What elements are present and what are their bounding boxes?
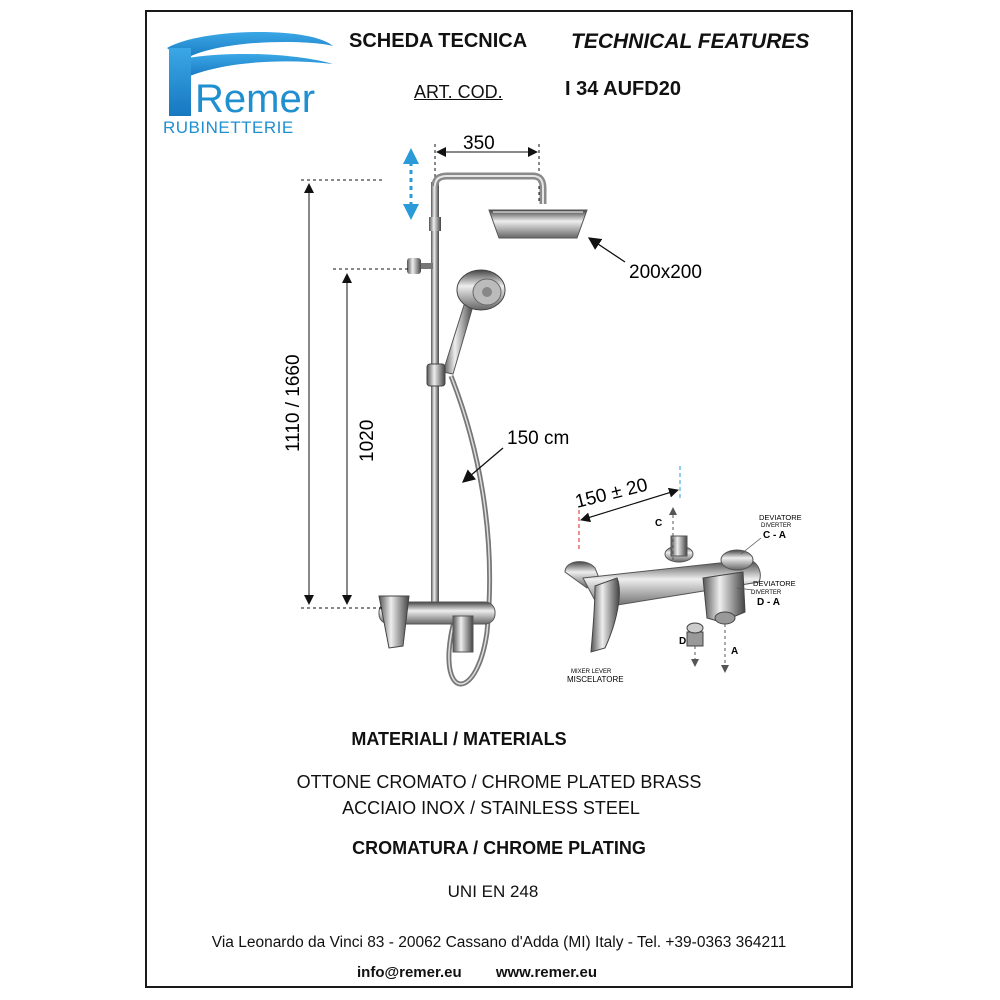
diverter-da-code: D - A (757, 597, 780, 608)
bar-height-dimension: 1020 (333, 268, 409, 605)
title-english: TECHNICAL FEATURES (571, 30, 810, 53)
bar-height-label: 1020 (357, 420, 378, 462)
article-code-value: I 34 AUFD20 (565, 78, 681, 100)
arm-width-dimension: 350 (434, 133, 540, 202)
hand-shower (442, 269, 506, 375)
email-link[interactable]: info@remer.eu (357, 964, 462, 981)
diverter-da-it: DEVIATORE (753, 579, 796, 588)
label-d: D (679, 636, 686, 647)
remer-logo: Remer (167, 31, 333, 121)
shower-column-drawing: 350 200x200 (283, 133, 802, 687)
bath-mixer (378, 595, 496, 653)
materials-heading: MATERIALI / MATERIALS (351, 729, 567, 749)
contact-line: info@remer.eu www.remer.eu (357, 964, 597, 981)
diverter-ca-it: DEVIATORE (759, 513, 802, 522)
material-brass: OTTONE CROMATO / CHROME PLATED BRASS (296, 772, 702, 792)
diverter-ca-en: DIVERTER (761, 523, 792, 529)
technical-sheet: Remer RUBINETTERIE SCHEDA TECNICA TECHNI… (145, 10, 853, 988)
title-italian: SCHEDA TECNICA (349, 30, 528, 52)
shower-pole (431, 182, 439, 602)
label-a: A (731, 646, 738, 657)
height-adjust-arrow (403, 148, 419, 220)
head-size-label: 200x200 (629, 262, 702, 283)
plating-heading: CROMATURA / CHROME PLATING (352, 838, 646, 858)
total-height-dimension: 1110 / 1660 (283, 179, 383, 609)
mixer-lever-it: MISCELATORE (567, 675, 624, 684)
mixer-spacing-label: 150 ± 20 (573, 475, 650, 513)
arm-width-label: 350 (463, 133, 495, 154)
article-code-label: ART. COD. (414, 82, 503, 102)
brand-subtitle: RUBINETTERIE (163, 118, 294, 137)
material-steel: ACCIAIO INOX / STAINLESS STEEL (342, 798, 640, 818)
logo-wordmark: Remer (195, 77, 315, 121)
hose-length-label: 150 cm (507, 428, 569, 449)
company-address: Via Leonardo da Vinci 83 - 20062 Cassano… (211, 934, 787, 951)
website-link[interactable]: www.remer.eu (495, 964, 597, 981)
total-height-label: 1110 / 1660 (283, 354, 304, 452)
norm-standard: UNI EN 248 (447, 882, 539, 901)
mixer-lever-en: MIXER LEVER (571, 669, 612, 675)
label-c: C (655, 518, 662, 529)
diverter-ca-code: C - A (763, 530, 786, 541)
shower-head (488, 209, 588, 239)
mixer-detail: 150 ± 20 C D A DEVIATORE DIVERTER C (564, 466, 802, 684)
diverter-da-en: DIVERTER (751, 590, 782, 596)
